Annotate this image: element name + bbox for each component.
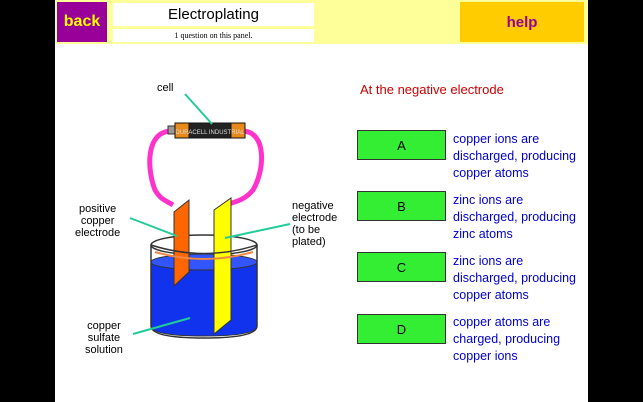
beaker (150, 245, 258, 339)
electroplating-diagram: DURACELL INDUSTRIAL (129, 93, 291, 339)
option-c-button[interactable]: C (357, 252, 446, 282)
positive-electrode-pointer (129, 217, 178, 237)
header-bar: back Electroplating 1 question on this p… (55, 0, 588, 44)
solution-pointer (132, 317, 191, 335)
battery-cell: DURACELL INDUSTRIAL (167, 122, 246, 139)
wire-negative (224, 128, 265, 208)
cell-pointer (184, 93, 213, 125)
positive-electrode-label: positive copper electrode (75, 203, 121, 239)
battery-brand-text: DURACELL INDUSTRIAL (175, 130, 245, 136)
option-c-text[interactable]: zinc ions are discharged, producing copp… (453, 254, 576, 302)
positive-copper-electrode (173, 198, 190, 288)
option-b-text[interactable]: zinc ions are discharged, producing zinc… (453, 193, 576, 241)
beaker-rim-back (150, 234, 258, 256)
question-count-note: 1 question on this panel. (113, 29, 314, 42)
solution-label: copper sulfate solution (85, 320, 123, 356)
negative-electrode-label: negative electrode (to be plated) (292, 200, 338, 248)
negative-electrode-pointer (224, 223, 291, 239)
option-a-button[interactable]: A (357, 130, 446, 160)
option-d-text[interactable]: copper atoms are charged, producing copp… (453, 315, 561, 363)
option-a-text[interactable]: copper ions are discharged, producing co… (453, 132, 576, 180)
wire-positive (147, 128, 175, 208)
option-d-button[interactable]: D (357, 314, 446, 344)
cell-label: cell (157, 82, 174, 94)
help-button[interactable]: help (460, 2, 584, 42)
negative-electrode (213, 197, 232, 336)
app-screen: back Electroplating 1 question on this p… (55, 0, 588, 402)
back-button[interactable]: back (57, 2, 107, 42)
question-heading: At the negative electrode (360, 82, 504, 97)
page-title: Electroplating (113, 3, 314, 26)
option-b-button[interactable]: B (357, 191, 446, 221)
